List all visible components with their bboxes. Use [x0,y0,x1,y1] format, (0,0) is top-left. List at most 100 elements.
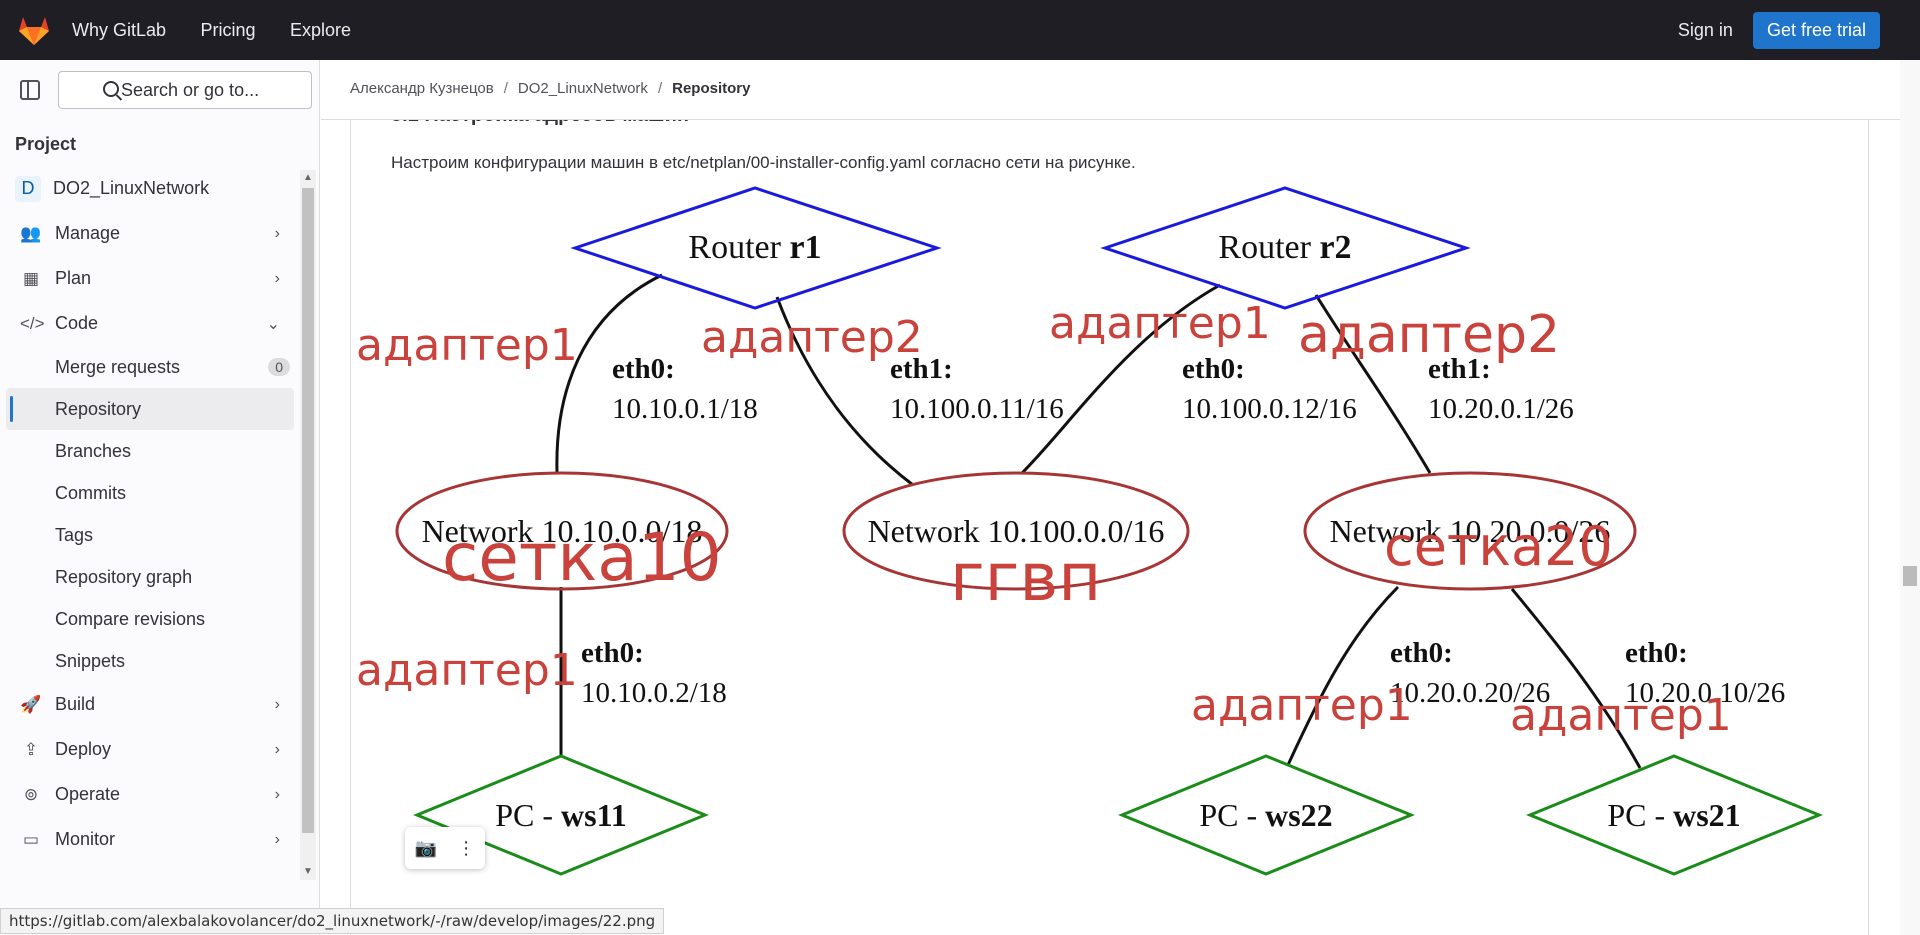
sidebar-item-label: Merge requests [55,356,181,377]
annotation-adapter: адаптер1 [1049,298,1271,349]
section-heading: 3.1 Настройка адресов машин [391,104,690,126]
sign-in-link[interactable]: Sign in [1677,19,1733,40]
sidebar-item-commits[interactable]: Commits [0,472,300,514]
sidebar-item-operate[interactable]: ⊚ Operate › [0,772,300,817]
project-avatar: D [15,175,41,202]
annotation-adapter: адаптер2 [701,312,923,363]
more-options-icon[interactable]: ⋮ [457,837,476,858]
sidebar-item-branches[interactable]: Branches [0,430,300,472]
sidebar-item-code[interactable]: </> Code ⌄ [0,301,300,346]
network-1-label: Network 10.10.0.0/18 [422,513,703,549]
breadcrumb-current[interactable]: Repository [672,80,751,97]
annotation-adapter: адаптер1 [356,320,578,371]
router-r2-shape [1100,186,1471,310]
sidebar-item-snippets[interactable]: Snippets [0,640,300,682]
router-r1-label: Router r1 [688,229,821,266]
network-2-shape [842,471,1190,591]
if-label-name: eth0: [1182,353,1245,385]
explore-link[interactable]: Explore [289,19,352,40]
sidebar-scrollbar-thumb[interactable] [302,188,314,833]
section-paragraph: Настроим конфигурации машин в etc/netpla… [391,153,1136,172]
get-free-trial-button[interactable]: Get free trial [1752,11,1880,49]
sidebar-item-label: Branches [55,440,132,461]
sidebar-item-plan[interactable]: ▦ Plan › [0,256,300,301]
top-links: Why GitLab Pricing Explore [72,20,381,41]
if-label-addr: 10.20.0.20/26 [1390,677,1550,709]
network-diagram-image[interactable]: Router r1 Router r2 Network 10.10.0.0/18… [350,175,1850,880]
search-icon [103,81,119,97]
sidebar-heading: Project [15,134,77,154]
annotation-adapter: адаптер1 [1510,690,1732,741]
network-1-shape [395,471,729,591]
sidebar-item-label: Tags [55,524,94,545]
sidebar-item-label: Plan [55,268,92,288]
sidebar-item-merge-requests[interactable]: Merge requests 0 [0,346,300,388]
annotation-adapter: адаптер1 [356,645,578,696]
sidebar-item-tags[interactable]: Tags [0,514,300,556]
pc-ws22-label: PC - ws22 [1199,797,1332,833]
pc-ws22-shape [1118,754,1415,876]
image-tools-toolbar: 📷 ⋮ [405,827,485,869]
annotation-network: сетка20 [1384,515,1613,578]
sidebar-item-repository[interactable]: Repository [6,388,294,430]
router-r1-shape [570,186,942,310]
chevron-right-icon: › [274,740,280,758]
sidebar-item-label: Manage [55,223,121,243]
top-navbar: Why GitLab Pricing Explore Sign in Get f… [0,0,1920,60]
breadcrumb: Александр Кузнецов/DO2_LinuxNetwork/Repo… [350,80,751,97]
search-input[interactable]: Search or go to... [58,71,312,109]
breadcrumb-user[interactable]: Александр Кузнецов [350,80,494,97]
diagram-edges [555,273,1642,769]
router-r2-label: Router r2 [1218,229,1351,266]
annotation-network: ггвп [950,539,1101,616]
sidebar-item-deploy[interactable]: ⇪ Deploy › [0,727,300,772]
sidebar-item-label: Repository graph [55,566,193,587]
if-label-addr: 10.20.0.10/26 [1625,677,1785,709]
sidebar-item-build[interactable]: 🚀 Build › [0,682,300,727]
operate-icon: ⊚ [23,784,39,804]
if-label-name: eth0: [581,637,644,669]
sidebar-item-label: Monitor [55,829,116,849]
sidebar-item-label: Repository [55,398,142,419]
edge-r1-net2 [775,296,914,487]
scroll-down-arrow-icon[interactable]: ▼ [303,866,313,877]
sidebar-item-label: Deploy [55,739,112,759]
merge-requests-count: 0 [268,358,290,376]
why-gitlab-link[interactable]: Why GitLab [72,19,167,40]
header-divider [321,119,1901,120]
edge-net3-pc3 [1510,588,1642,769]
code-icon: </> [20,313,45,333]
sidebar-item-repository-graph[interactable]: Repository graph [0,556,300,598]
sidebar-item-manage[interactable]: 👥 Manage › [0,211,300,256]
if-label-addr: 10.100.0.12/16 [1182,393,1357,425]
network-3-label: Network 10.20.0.0/26 [1330,513,1611,549]
sidebar-item-project[interactable]: D DO2_LinuxNetwork [0,166,300,211]
sidebar-item-label: Compare revisions [55,608,206,629]
chevron-right-icon: › [274,785,280,803]
sidebar: Search or go to... Project D DO2_LinuxNe… [0,60,320,935]
pc-ws11-label: PC - ws11 [495,797,627,833]
readme-content [350,120,1869,935]
sidebar-toggle-icon[interactable] [20,80,40,100]
calendar-icon: ▦ [22,268,40,288]
page-scrollbar[interactable] [1900,60,1920,935]
project-name: DO2_LinuxNetwork [53,178,210,198]
pc-ws11-shape [413,754,709,876]
chevron-right-icon: › [274,830,280,848]
pricing-link[interactable]: Pricing [200,19,256,40]
edge-r2-net3 [1314,294,1432,474]
deploy-icon: ⇪ [23,739,39,759]
status-url: https://gitlab.com/alexbalakovolancer/do… [0,908,665,934]
rocket-icon: 🚀 [20,694,42,714]
annotation-adapter: адаптер2 [1298,305,1560,365]
sidebar-item-monitor[interactable]: ▭ Monitor › [0,817,300,862]
if-label-addr: 10.100.0.11/16 [890,393,1064,425]
scroll-up-arrow-icon[interactable]: ▲ [303,172,313,183]
sidebar-item-compare-revisions[interactable]: Compare revisions [0,598,300,640]
edge-net3-pc2 [1286,585,1400,766]
camera-icon[interactable]: 📷 [414,837,438,858]
annotation-network: сетка10 [442,519,722,596]
breadcrumb-project[interactable]: DO2_LinuxNetwork [517,80,648,97]
page-scrollbar-thumb[interactable] [1903,566,1917,586]
gitlab-logo-icon[interactable] [16,12,52,48]
